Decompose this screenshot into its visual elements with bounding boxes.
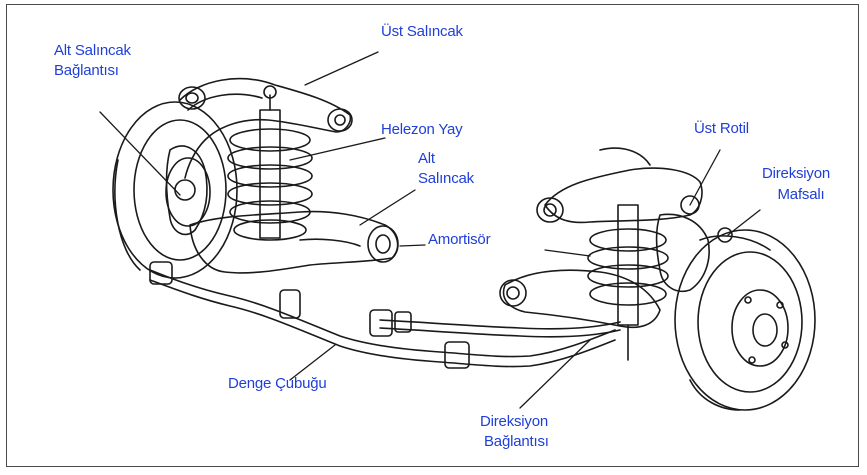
label-ust-salincak: Üst Salıncak xyxy=(381,23,463,41)
leader-lines xyxy=(100,52,760,408)
label-direksiyon-baglantisi-line2: Bağlantısı xyxy=(484,433,549,451)
left-coil-spring xyxy=(228,86,312,240)
label-alt-salincak-line1: Alt xyxy=(418,150,435,168)
label-ust-rotil: Üst Rotil xyxy=(694,120,749,138)
label-alt-salincak-line2: Salıncak xyxy=(418,170,474,188)
label-direksiyon-mafsali-line2: Mafsalı xyxy=(762,186,840,204)
right-lower-control-arm xyxy=(500,270,660,327)
right-brake-disc xyxy=(675,230,815,410)
label-direksiyon-baglantisi-line1: Direksiyon xyxy=(480,413,548,431)
label-helezon-yay: Helezon Yay xyxy=(381,121,462,139)
steering-tie-rod xyxy=(370,310,620,337)
label-amortisor: Amortisör xyxy=(428,231,490,249)
right-upper-control-arm xyxy=(537,148,702,222)
label-alt-salincak-baglantisi-line2: Bağlantısı xyxy=(54,62,119,80)
label-direksiyon-mafsali-line1: Direksiyon xyxy=(762,165,830,183)
label-denge-cubugu: Denge Çubuğu xyxy=(228,375,327,393)
label-alt-salincak-baglantisi-line1: Alt Salıncak xyxy=(54,42,131,60)
